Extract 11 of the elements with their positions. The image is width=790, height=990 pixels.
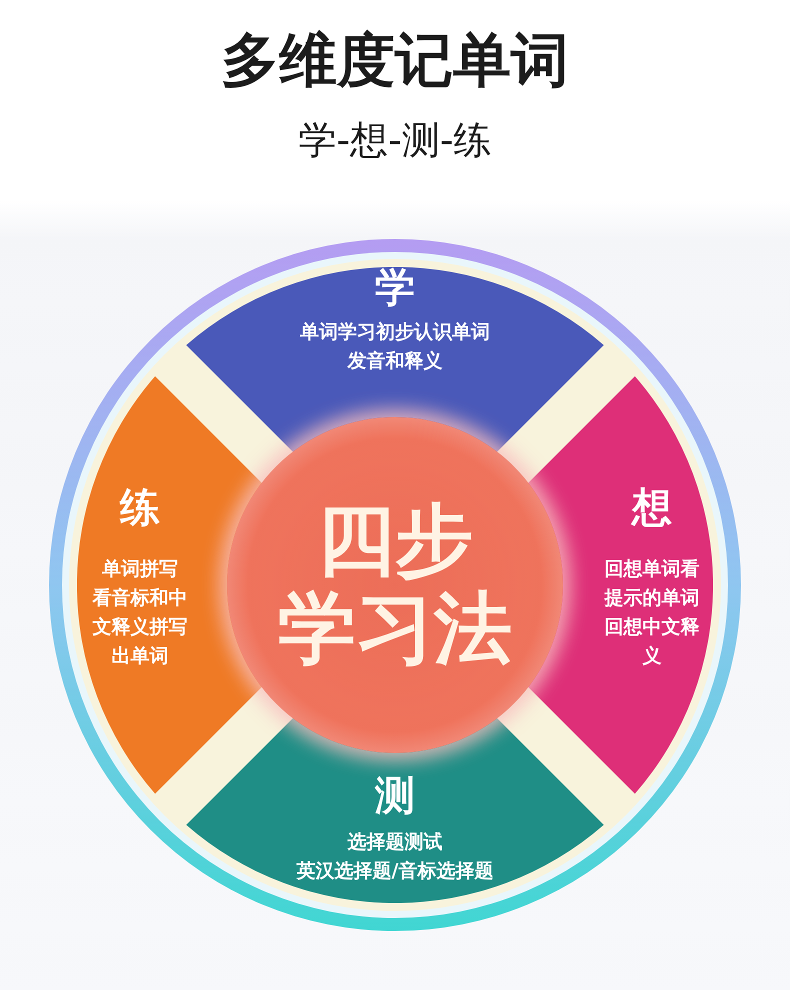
segment-heading: 想 (632, 484, 672, 532)
segment-heading: 练 (120, 484, 160, 532)
segment-description: 选择题测试英汉选择题/音标选择题 (295, 830, 494, 884)
segment-description: 回想单词看提示的单词回想中文释义 (603, 557, 700, 669)
center-text: 四步学习法 (278, 497, 512, 673)
segment-description: 单词拼写看音标和中文释义拼写出单词 (91, 557, 188, 669)
subtitle: 学-想-测-练 (298, 117, 492, 164)
segment-heading: 学 (375, 264, 415, 312)
segment-heading: 测 (375, 772, 415, 820)
title: 多维度记单词 (221, 25, 569, 96)
segment-description: 单词学习初步认识单词发音和释义 (299, 320, 491, 374)
